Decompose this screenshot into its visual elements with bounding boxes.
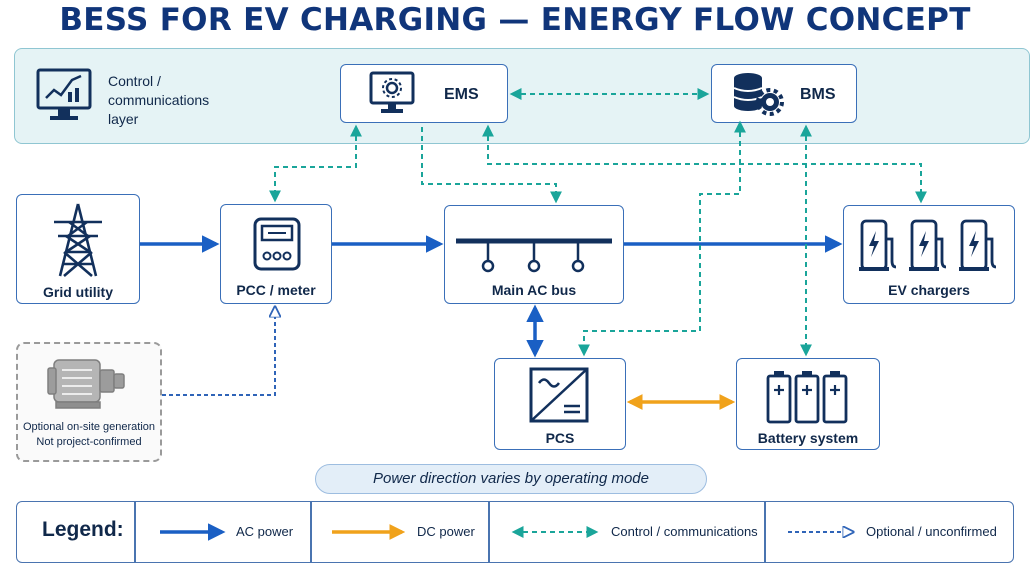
ems-label: EMS [444, 86, 479, 103]
monitor-chart-icon [36, 68, 92, 120]
generator-icon [47, 359, 125, 409]
legend-ac-label: AC power [236, 524, 294, 539]
bms-label: BMS [800, 86, 836, 103]
legend-divider [488, 501, 490, 563]
battery-system-label: Battery system [757, 430, 859, 446]
inverter-icon [529, 367, 589, 423]
legend-dc-label: DC power [417, 524, 475, 539]
legend-optional-label: Optional / unconfirmed [866, 524, 997, 539]
main-ac-bus-label: Main AC bus [491, 282, 577, 298]
optional-generation-label: Optional on-site generation Not project-… [22, 421, 156, 448]
pcs-label: PCS [545, 430, 575, 446]
control-layer-label: Control / communications layer [108, 73, 210, 127]
battery-icon [766, 371, 848, 424]
pcc-meter-box [220, 204, 332, 304]
ctrl-ems-pcc [269, 124, 362, 203]
ev-charger-icon [859, 219, 997, 271]
legend-divider [764, 501, 766, 563]
grid-utility-label: Grid utility [43, 284, 113, 300]
optional-gen-to-pcc [162, 308, 275, 396]
ev-chargers-label: EV chargers [888, 282, 970, 298]
grid-utility-box [16, 194, 140, 304]
database-gear-icon [733, 73, 784, 116]
legend-control-label: Control / communications [611, 524, 758, 539]
pcc-meter-label: PCC / meter [236, 282, 316, 298]
legend-title: Legend: [42, 518, 124, 541]
operating-mode-note: Power direction varies by operating mode [315, 464, 707, 494]
monitor-gear-icon [369, 71, 415, 113]
ems-box [340, 64, 508, 123]
legend-divider [310, 501, 312, 563]
page-title: BESS FOR EV CHARGING — ENERGY FLOW CONCE… [59, 2, 971, 38]
meter-icon [253, 217, 301, 271]
pcs-box [494, 358, 626, 450]
transmission-tower-icon [54, 203, 102, 277]
legend-divider [134, 501, 136, 563]
